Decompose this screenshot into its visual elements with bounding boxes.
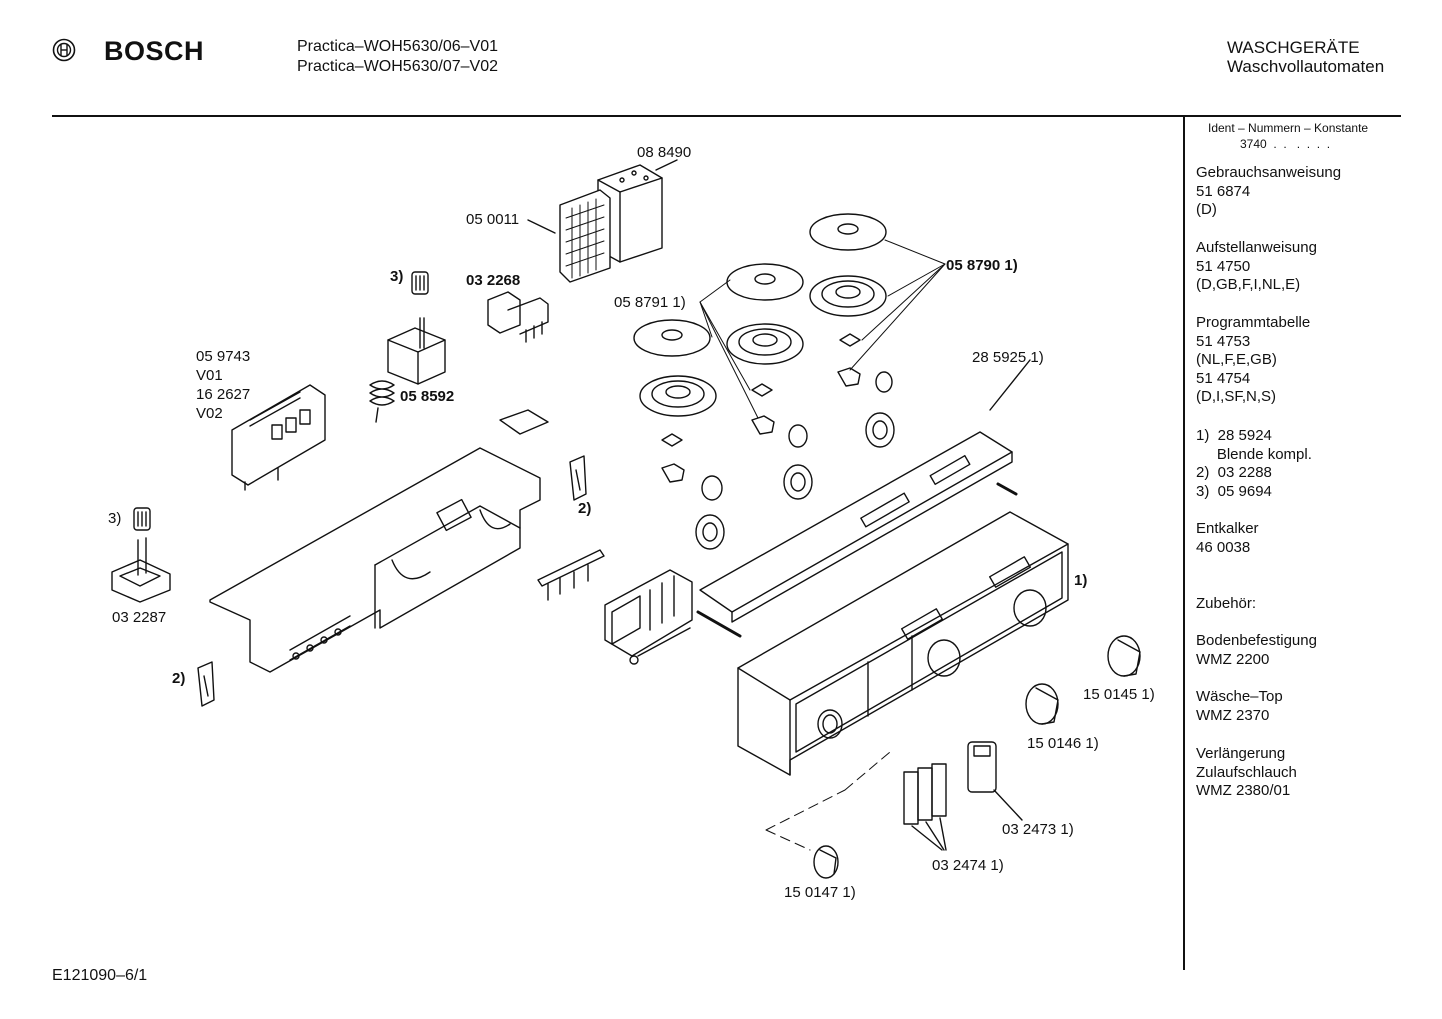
info-line: 2) 03 2288 <box>1196 464 1272 481</box>
part-label-058791: 05 8791 1) <box>614 294 686 311</box>
control-panel-housing-drawing <box>737 511 1069 776</box>
connector-drawing <box>487 291 549 343</box>
cap-drawing-top <box>411 271 429 295</box>
part-label-032287: 03 2287 <box>112 609 167 626</box>
footnote-marker-2-left: 2) <box>172 670 186 687</box>
part-label-050011: 05 0011 <box>466 211 520 228</box>
info-line: Blende kompl. <box>1196 445 1312 463</box>
category-title: WASCHGERÄTE <box>1227 38 1360 57</box>
variant-label-v02: V02 <box>196 405 223 422</box>
info-block-gebrauchsanweisung: Gebrauchsanweisung 51 6874 (D) <box>1196 164 1341 220</box>
info-line: WMZ 2370 <box>1196 706 1270 724</box>
footnote-marker-1: 1) <box>1074 572 1088 589</box>
info-line: WMZ 2200 <box>1196 650 1270 668</box>
info-line: 46 0038 <box>1196 538 1251 556</box>
info-line: (D,GB,F,I,NL,E) <box>1196 276 1301 293</box>
part-label-059743: 05 9743 <box>196 348 251 365</box>
info-line: 1) 28 5924 <box>1196 427 1272 444</box>
info-block-waesche-top: Wäsche–Top WMZ 2370 <box>1196 688 1283 725</box>
info-line: Verlängerung <box>1196 745 1286 762</box>
category-subtitle: Waschvollautomaten <box>1227 57 1385 76</box>
brand-logo-text: BOSCH <box>104 36 205 66</box>
part-label-032473: 03 2473 1) <box>1002 821 1074 838</box>
ident-title: Ident – Nummern – Konstante <box>1208 121 1369 135</box>
footnote-marker-2-right: 2) <box>578 500 592 517</box>
exploded-parts-diagram <box>111 159 1141 879</box>
sidebar-divider <box>1183 117 1185 970</box>
model-line-1: Practica–WOH5630/06–V01 <box>297 38 498 55</box>
part-label-032474: 03 2474 1) <box>932 857 1004 874</box>
info-line: 51 4753 <box>1196 332 1251 350</box>
info-line: (D,I,SF,N,S) <box>1196 388 1277 405</box>
part-label-150145: 15 0145 1) <box>1083 686 1155 703</box>
motor-drawing <box>369 317 446 423</box>
header-divider <box>52 115 1401 117</box>
ident-value: 3740 . . . . . . <box>1240 137 1331 151</box>
part-label-150146: 15 0146 1) <box>1027 735 1099 752</box>
gear-drawings <box>661 333 895 550</box>
info-line: Aufstellanweisung <box>1196 239 1317 256</box>
info-line: Wäsche–Top <box>1196 688 1283 705</box>
push-button-block-drawing <box>604 569 693 665</box>
info-line: (NL,F,E,GB) <box>1196 351 1277 368</box>
cap-drawing-left <box>133 507 151 531</box>
info-line: 3) 05 9694 <box>1196 482 1272 500</box>
footer-code: E121090–6/1 <box>52 967 148 984</box>
switch-032473-drawing <box>967 741 1023 821</box>
part-label-285925: 28 5925 1) <box>972 349 1044 366</box>
variant-label-v01: V01 <box>196 367 223 384</box>
info-line: Entkalker <box>1196 520 1259 537</box>
footnote-marker-3-top: 3) <box>390 268 404 285</box>
info-block-aufstellanweisung: Aufstellanweisung 51 4750 (D,GB,F,I,NL,E… <box>1196 239 1317 295</box>
info-block-zubehoer: Zubehör: <box>1196 595 1256 614</box>
timer-unit-drawing <box>527 159 678 283</box>
knob-150145-drawing <box>1107 635 1141 677</box>
switch-03-2287-drawing <box>111 537 171 603</box>
clip-drawing-right <box>569 455 587 501</box>
info-line: 51 6874 <box>1196 182 1251 200</box>
part-label-150147: 15 0147 1) <box>784 884 856 901</box>
part-label-162627: 16 2627 <box>196 386 251 403</box>
switch-contacts-drawing <box>537 549 605 601</box>
info-line: Gebrauchsanweisung <box>1196 164 1342 181</box>
leader-lines-bearings <box>699 239 946 419</box>
info-block-programmtabelle: Programmtabelle 51 4753 (NL,F,E,GB) 51 4… <box>1196 314 1310 407</box>
info-block-verlaengerung: Verlängerung Zulaufschlauch WMZ 2380/01 <box>1196 745 1297 801</box>
pcb-drawing <box>231 384 326 491</box>
info-line: Zulaufschlauch <box>1196 763 1297 781</box>
info-line: Bodenbefestigung <box>1196 632 1317 649</box>
info-block-footnotes: 1) 28 5924 Blende kompl. 2) 03 2288 3) 0… <box>1196 427 1312 501</box>
part-label-058592: 05 8592 <box>400 388 455 405</box>
knob-150147-drawing <box>813 845 839 879</box>
part-label-032268: 03 2268 <box>466 272 521 289</box>
info-line: 51 4754 <box>1196 369 1251 387</box>
info-line: Zubehör: <box>1196 595 1257 612</box>
knob-150146-drawing <box>1025 683 1059 725</box>
info-line: 51 4750 <box>1196 257 1251 275</box>
footnote-marker-3-left: 3) <box>108 510 122 527</box>
clip-drawing-left <box>197 661 215 707</box>
switch-032474-drawing <box>903 763 947 851</box>
info-line: Programmtabelle <box>1196 314 1311 331</box>
info-block-bodenbefestigung: Bodenbefestigung WMZ 2200 <box>1196 632 1317 669</box>
bosch-logo-icon <box>52 38 76 62</box>
panel-frame-drawing <box>209 409 549 673</box>
bearing-disc-drawings <box>633 213 887 417</box>
part-label-088490: 08 8490 <box>637 144 692 161</box>
info-block-entkalker: Entkalker 46 0038 <box>1196 520 1259 557</box>
info-line: (D) <box>1196 201 1217 218</box>
info-line: WMZ 2380/01 <box>1196 782 1291 799</box>
cover-panel-drawing <box>696 359 1031 638</box>
dash-dot-leader <box>765 751 891 851</box>
model-line-2: Practica–WOH5630/07–V02 <box>297 58 498 75</box>
part-label-058790: 05 8790 1) <box>946 257 1018 274</box>
